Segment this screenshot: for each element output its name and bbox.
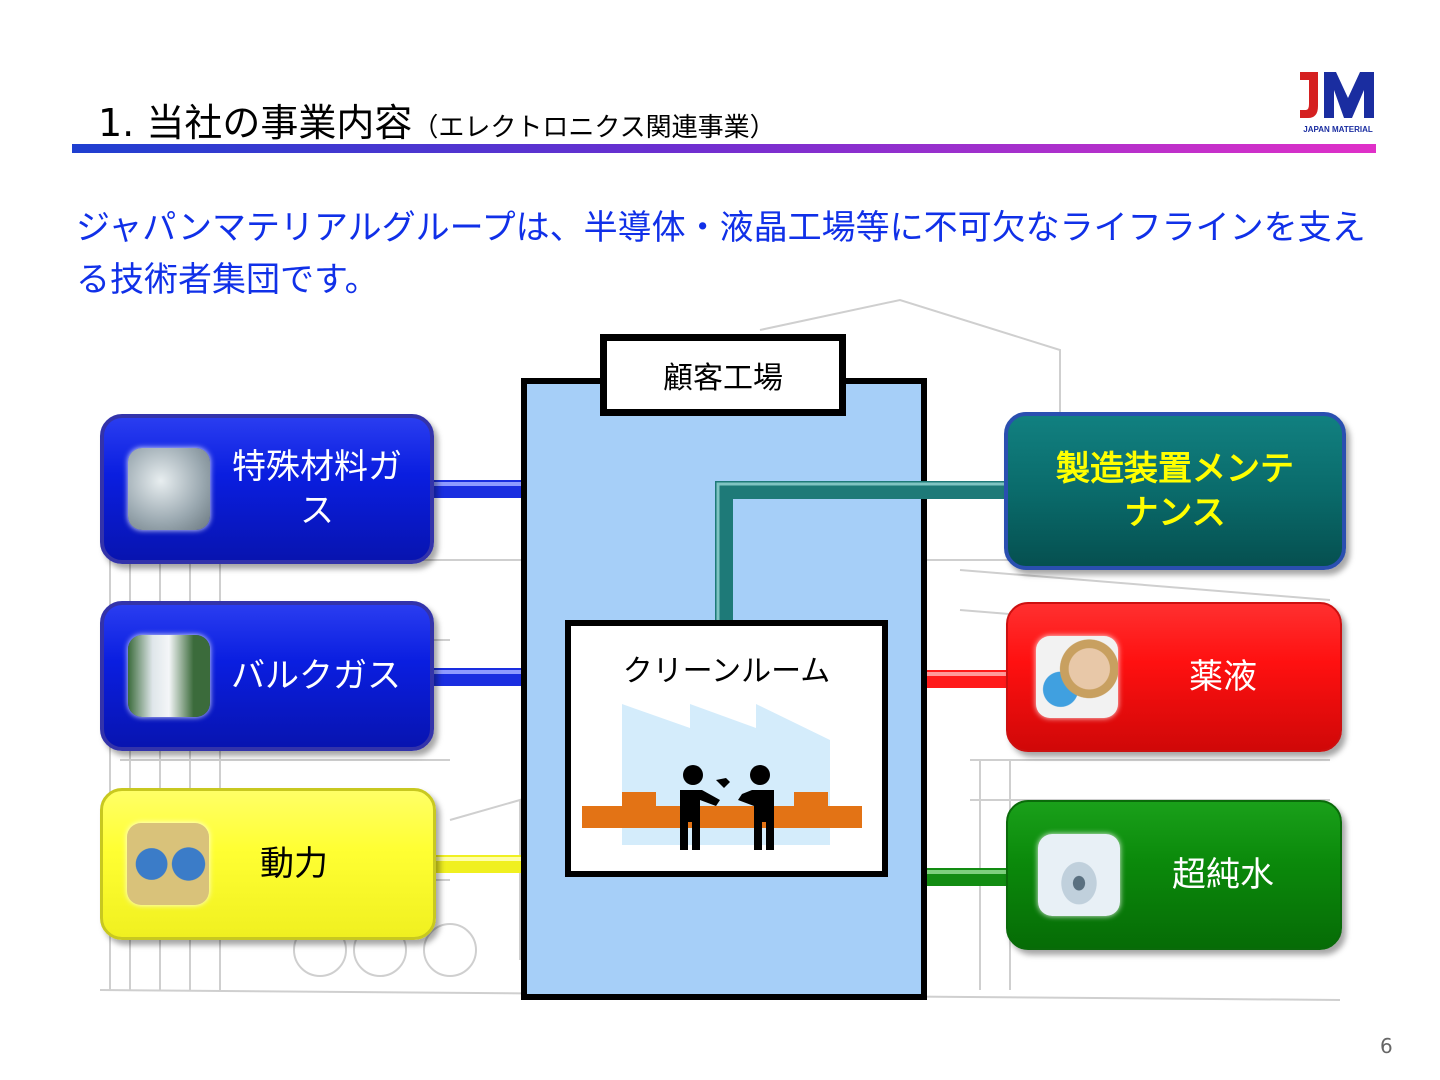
customer-factory-label: 顧客工場: [600, 334, 846, 416]
title-subtitle: （エレクトロニクス関連事業）: [412, 113, 776, 143]
service-box-power: 動力: [100, 788, 436, 940]
service-box-special-gas: 特殊材料ガス: [100, 414, 434, 564]
service-box-bulk-gas: バルクガス: [100, 601, 434, 751]
left-pipes: [430, 480, 524, 873]
page-number: 6: [1380, 1034, 1393, 1058]
gas-cylinder-icon: [128, 448, 210, 530]
service-label: 製造装置メンテナンス: [1056, 449, 1294, 533]
water-drop-icon: [1038, 834, 1120, 916]
cleanroom-label: クリーンルーム: [622, 654, 831, 689]
service-label: 超純水: [1172, 855, 1274, 895]
service-box-chemicals: 薬液: [1006, 602, 1342, 752]
company-logo: JAPAN MATERIAL: [1300, 72, 1374, 134]
bulk-gas-tank-icon: [128, 635, 210, 717]
logo-caption: JAPAN MATERIAL: [1303, 125, 1373, 134]
service-label: 特殊材料ガス: [232, 447, 402, 531]
page-title: 1. 当社の事業内容（エレクトロニクス関連事業）: [98, 92, 776, 147]
right-pipes: [912, 670, 1010, 886]
lead-text: ジャパンマテリアルグループは、半導体・液晶工場等に不可欠なライフラインを支える技…: [76, 208, 1366, 300]
service-box-equipment-maintenance: 製造装置メンテナンス: [1004, 412, 1346, 570]
title-main: 1. 当社の事業内容: [98, 101, 413, 145]
service-label: 薬液: [1189, 657, 1257, 697]
service-label: バルクガス: [231, 656, 401, 696]
service-label: 動力: [260, 844, 328, 884]
chemist-icon: [1036, 636, 1118, 718]
valve-icon: [127, 823, 209, 905]
service-box-ultrapure-water: 超純水: [1006, 800, 1342, 950]
title-underline: [72, 144, 1376, 153]
